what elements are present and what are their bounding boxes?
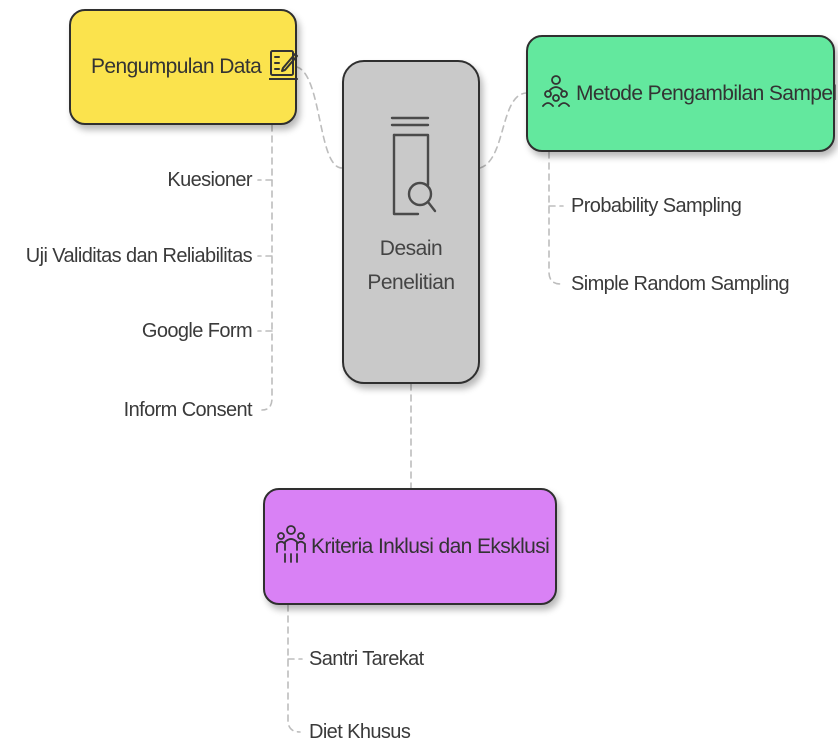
- data-collection-label: Pengumpulan Data: [91, 55, 262, 78]
- sampling-method-label: Metode Pengambilan Sampel: [576, 81, 837, 105]
- leaf-inform-consent[interactable]: Inform Consent: [123, 399, 253, 421]
- leaf-diet-khusus[interactable]: Diet Khusus: [309, 721, 411, 743]
- connector-criteria-spine: [287, 604, 301, 733]
- leaf-google-form[interactable]: Google Form: [141, 320, 253, 342]
- connector-center-data: [296, 66, 343, 169]
- leaf-kuesioner[interactable]: Kuesioner: [167, 169, 252, 191]
- leaf-uji-validitas[interactable]: Uji Validitas dan Reliabilitas: [25, 245, 253, 267]
- leaf-simple-random-sampling[interactable]: Simple Random Sampling: [571, 273, 790, 295]
- central-node-title: Desain Penelitian: [367, 232, 455, 300]
- central-node[interactable]: Desain Penelitian: [342, 60, 480, 384]
- document-search-icon: [388, 115, 438, 224]
- leaf-santri-tarekat[interactable]: Santri Tarekat: [309, 648, 424, 670]
- sampling-method-node[interactable]: Metode Pengambilan Sampel: [526, 35, 837, 152]
- people-sampling-icon: [542, 74, 570, 113]
- connector-data-spine: [261, 124, 273, 411]
- group-people-icon: [275, 524, 307, 569]
- criteria-label: Kriteria Inklusi dan Eksklusi: [311, 534, 550, 558]
- criteria-node[interactable]: Kriteria Inklusi dan Eksklusi: [263, 488, 557, 605]
- form-edit-icon: [268, 48, 299, 87]
- data-collection-node[interactable]: Pengumpulan Data: [69, 9, 299, 125]
- central-title-line1: Desain: [379, 237, 443, 260]
- connector-sample-spine: [548, 151, 562, 285]
- connector-center-sample: [479, 92, 527, 169]
- leaf-probability-sampling[interactable]: Probability Sampling: [571, 195, 742, 217]
- central-title-line2: Penelitian: [367, 271, 455, 294]
